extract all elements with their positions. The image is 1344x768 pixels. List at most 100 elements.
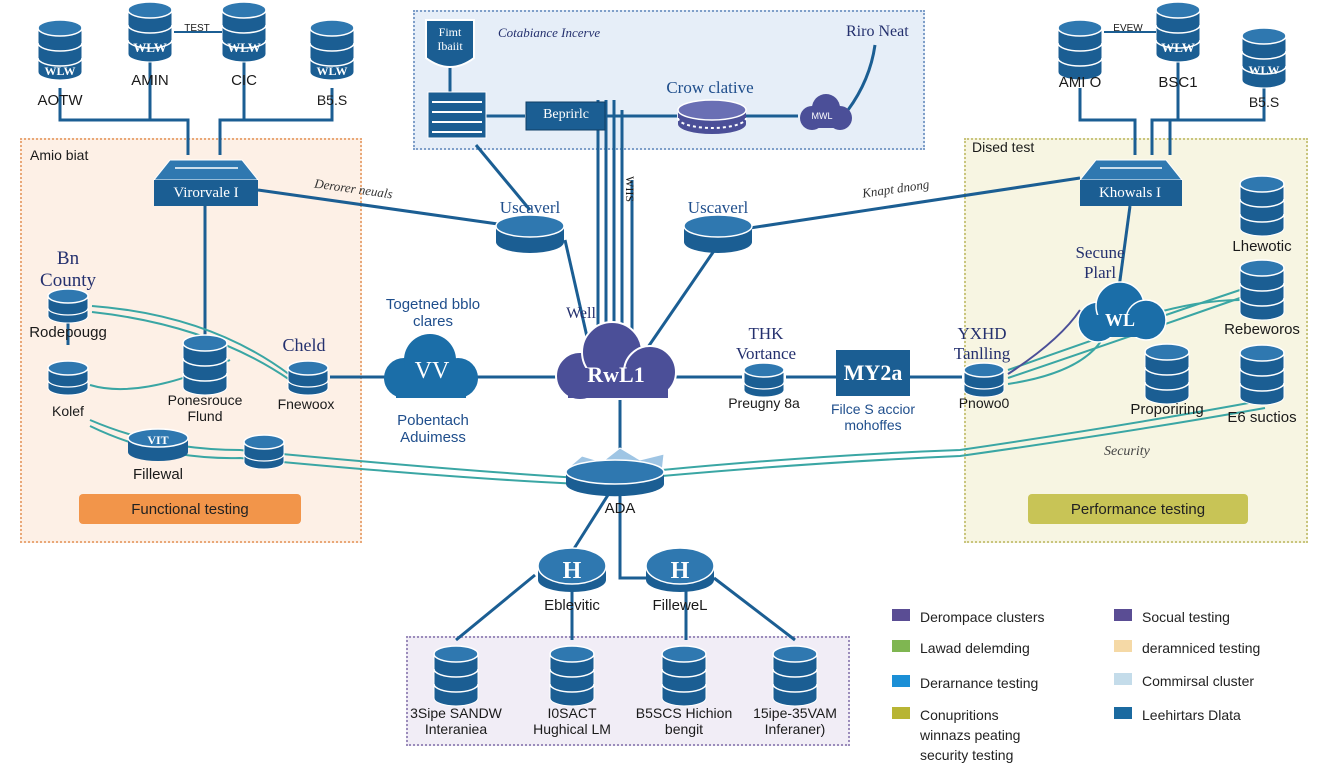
secure-cloud-icon [1077, 281, 1167, 343]
db-15ipe-label: 15ipe-35VAM Inferaner) [753, 705, 837, 738]
header-right: Riro Neat [846, 23, 909, 40]
router-glyph: VIT [147, 433, 168, 447]
router-glyph: H [563, 558, 582, 584]
legend-swatch [892, 609, 910, 621]
db-fnewoox [287, 360, 329, 396]
legend-item: Derompace clusters [892, 607, 1045, 627]
shield-icon [425, 19, 475, 68]
functional-testing-badge: Functional testing [79, 494, 301, 524]
legend-label: Socual testing [1142, 609, 1230, 625]
db-lhewotic [1239, 175, 1285, 237]
ponesource-label: Ponesrouce Flund [167, 392, 243, 425]
left-region-title: Amio biat [30, 147, 89, 163]
navy-links [1007, 309, 1081, 375]
uscaverl-right-label: Uscaverl [687, 198, 749, 217]
fillewal-label: Fillewal [132, 466, 184, 483]
small-cloud-icon [800, 94, 852, 130]
ada-hub-icon [565, 447, 665, 497]
db-rodepougg [47, 288, 89, 324]
crow-clative-title: Crow clative [666, 78, 754, 97]
label-bsc1: BSC1 [1158, 74, 1198, 91]
khowals-switch [1078, 159, 1184, 206]
toggled-label: Togetned bblo clares [385, 296, 481, 331]
vv-cloud-label: VV [414, 358, 450, 384]
uscaverl-left-router [495, 214, 565, 254]
preugny-label: Preugny 8a [728, 395, 800, 411]
eblevitic-router [537, 547, 607, 592]
county-label: Bn County [40, 248, 96, 291]
crow-clative-switch [677, 99, 747, 134]
db-kolef [47, 360, 89, 396]
db-glyph: WLW [45, 64, 76, 78]
kolef-label: Kolef [52, 403, 84, 419]
vv-cloud-icon [384, 334, 478, 398]
legend-item: Derarnance testing [892, 673, 1038, 693]
main-cloud-icon [555, 321, 677, 401]
proporiring-label: Proporiring [1130, 401, 1204, 418]
db-i0sact [549, 645, 595, 707]
db-amio [1057, 19, 1103, 81]
thk-label: THK Vortance [735, 324, 797, 363]
db-rebeworos [1239, 259, 1285, 321]
db-b5s-right [1241, 27, 1287, 89]
lhewotic-label: Lhewotic [1232, 238, 1292, 255]
legend-item: Leehirtars Dlata [1114, 705, 1241, 725]
right-region-title: Dised test [972, 139, 1035, 155]
ada-label: ADA [604, 500, 636, 517]
cheld-label: Cheld [282, 335, 326, 355]
virorvale-switch [152, 159, 260, 206]
uscaverl-left-label: Uscaverl [499, 198, 561, 217]
legend-label: deramniced testing [1142, 640, 1261, 656]
rebeworos-label: Rebeworos [1224, 321, 1300, 338]
main-cloud-label: RwL1 [587, 362, 645, 387]
label-b5s-right: B5.S [1248, 94, 1280, 110]
small-cloud-label: MWL [811, 111, 833, 121]
legend-swatch [892, 707, 910, 719]
esuctios-label: E6 suctios [1227, 409, 1297, 426]
db-glyph: WLW [227, 40, 260, 55]
virorvale-label: Virorvale I [173, 185, 239, 201]
uscaverl-right-router [683, 214, 753, 254]
legend-label: Derompace clusters [920, 609, 1045, 625]
router-glyph: H [671, 558, 690, 584]
db-esuctios [1239, 344, 1285, 406]
label-evew-link: EVEW [1113, 23, 1143, 34]
yxhd-label: YXHD Tanlling [953, 324, 1011, 363]
legend-label: Derarnance testing [920, 675, 1039, 691]
secure-cloud-label: WL [1104, 310, 1136, 330]
legend-item: Conupritions winnazs peating security te… [892, 705, 1020, 765]
db-ponesource [182, 334, 228, 396]
performance-testing-badge: Performance testing [1028, 494, 1248, 524]
legend-swatch [1114, 673, 1132, 685]
label-aotw: AOTW [37, 92, 83, 109]
eblevitic-label: Eblevitic [544, 597, 600, 614]
db-3sipe [433, 645, 479, 707]
pobentach-label: Pobentach Aduimess [397, 412, 469, 447]
secure-label: Secune Plarl [1075, 243, 1125, 282]
label-b5s-left: B5.S [316, 92, 348, 108]
legend-swatch [1114, 609, 1132, 621]
vertical-label: WIIS [623, 176, 637, 202]
db-b5scs-label: B5SCS Hichion bengit [635, 705, 733, 738]
label-amin: AMIN [131, 72, 169, 89]
db-glyph: WLW [133, 40, 166, 55]
my-box-label: MY2a [843, 360, 903, 385]
db-proporiring [1144, 343, 1190, 405]
security-label: Security [1104, 444, 1150, 459]
legend-label: Conupritions winnazs peating security te… [920, 707, 1021, 763]
db-15ipe [772, 645, 818, 707]
db-glyph: WLW [1161, 40, 1194, 55]
legend-swatch [892, 640, 910, 652]
db-b5scs [661, 645, 707, 707]
legend-label: Commirsal cluster [1142, 673, 1255, 689]
shield-label: Fimt Ibaiit [437, 25, 463, 53]
legend-item: Socual testing [1114, 607, 1230, 627]
db-fillewal-right [243, 434, 285, 470]
db-3sipe-label: 3Sipe SANDW Interaniea [410, 705, 502, 738]
legend-item: deramniced testing [1114, 638, 1260, 658]
beprirlc-box [525, 101, 606, 131]
db-preugny [743, 362, 785, 398]
connections [58, 40, 1266, 642]
files-label: Filce S accior mohoffes [830, 401, 916, 434]
top-center-region [413, 10, 925, 150]
